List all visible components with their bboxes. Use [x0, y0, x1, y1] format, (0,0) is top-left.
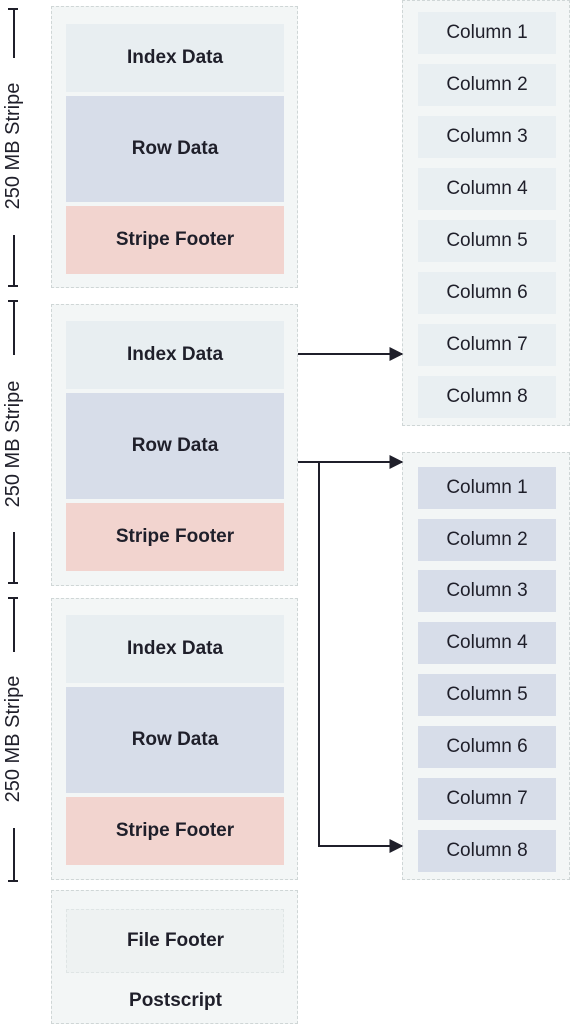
stripe-3: Index Data Row Data Stripe Footer: [51, 598, 298, 880]
file-footer-section: File Footer Postscript: [51, 890, 298, 1024]
stripe-1-stripe-footer: Stripe Footer: [66, 206, 284, 274]
file-footer-label: File Footer: [126, 930, 225, 951]
stripe-2: Index Data Row Data Stripe Footer: [51, 304, 298, 586]
stripe-1-bracket-line-bottom: [13, 235, 15, 287]
index-column-5: Column 5: [418, 220, 556, 262]
stripe-1: Index Data Row Data Stripe Footer: [51, 6, 298, 288]
row-column-8: Column 8: [418, 830, 556, 872]
stripe-3-bracket-tick-top: [8, 597, 18, 599]
stripe-1-bracket-tick-top: [8, 8, 18, 10]
stripe-1-bracket-line-top: [13, 8, 15, 58]
stripe-1-index-data: Index Data: [66, 24, 284, 92]
index-column-7: Column 7: [418, 324, 556, 366]
stripe-2-bracket-tick-bottom: [8, 582, 18, 584]
stripe-2-stripe-footer: Stripe Footer: [66, 503, 284, 571]
row-column-1: Column 1: [418, 467, 556, 509]
stripe-3-row-data: Row Data: [66, 687, 284, 793]
row-column-7: Column 7: [418, 778, 556, 820]
stripe-2-bracket-line-top: [13, 300, 15, 355]
row-column-3: Column 3: [418, 570, 556, 612]
index-column-2: Column 2: [418, 64, 556, 106]
row-column-2: Column 2: [418, 519, 556, 561]
index-columns-box: Column 1 Column 2 Column 3 Column 4 Colu…: [402, 0, 570, 426]
file-footer-block: [66, 909, 284, 973]
row-to-last-column-arrow: [318, 462, 404, 853]
stripe-3-bracket-line-bottom: [13, 828, 15, 882]
row-columns-box: Column 1 Column 2 Column 3 Column 4 Colu…: [402, 452, 570, 880]
stripe-3-bracket-line-top: [13, 597, 15, 652]
row-column-5: Column 5: [418, 674, 556, 716]
stripe-2-bracket-tick-top: [8, 300, 18, 302]
row-column-4: Column 4: [418, 622, 556, 664]
stripe-1-row-data: Row Data: [66, 96, 284, 202]
index-column-4: Column 4: [418, 168, 556, 210]
postscript-label: Postscript: [129, 990, 222, 1011]
index-column-3: Column 3: [418, 116, 556, 158]
index-column-6: Column 6: [418, 272, 556, 314]
index-column-1: Column 1: [418, 12, 556, 54]
stripe-3-index-data: Index Data: [66, 615, 284, 683]
stripe-2-index-data: Index Data: [66, 321, 284, 389]
index-column-8: Column 8: [418, 376, 556, 418]
stripe-3-bracket-tick-bottom: [8, 880, 18, 882]
stripe-3-stripe-footer: Stripe Footer: [66, 797, 284, 865]
row-column-6: Column 6: [418, 726, 556, 768]
stripe-1-bracket-tick-bottom: [8, 285, 18, 287]
stripe-2-bracket-line-bottom: [13, 532, 15, 584]
stripe-2-row-data: Row Data: [66, 393, 284, 499]
